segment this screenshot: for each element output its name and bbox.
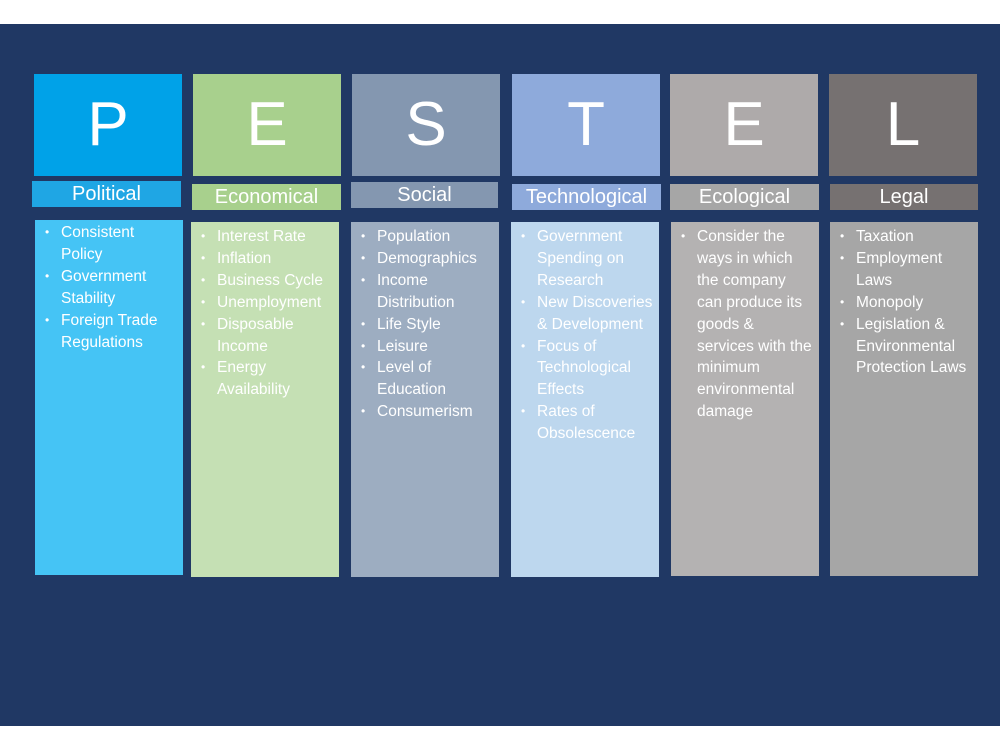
label-political: Political <box>32 181 181 207</box>
label-text-political: Political <box>72 183 141 205</box>
list-item: Life Style <box>359 314 495 336</box>
list-item: Unemployment <box>199 292 335 314</box>
list-item: Disposable Income <box>199 314 335 358</box>
factor-list-social: Population Demographics Income Distribut… <box>359 226 495 423</box>
factor-list-ecological: Consider the ways in which the company c… <box>679 226 815 423</box>
list-item: Government Stability <box>43 266 179 310</box>
list-item: Population <box>359 226 495 248</box>
list-item: Consider the ways in which the company c… <box>679 226 815 423</box>
list-item: Demographics <box>359 248 495 270</box>
list-item: Income Distribution <box>359 270 495 314</box>
list-item: Focus of Technological Effects <box>519 336 655 402</box>
label-legal: Legal <box>830 184 978 210</box>
letter-e: E <box>246 90 288 159</box>
content-box-technological: Government Spending on Research New Disc… <box>511 222 659 577</box>
factor-list-political: Consistent Policy Government Stability F… <box>43 222 179 353</box>
label-text-legal: Legal <box>879 186 929 208</box>
list-item: Level of Education <box>359 357 495 401</box>
label-technological: Technological <box>512 184 661 210</box>
factor-list-economical: Interest Rate Inflation Business Cycle U… <box>199 226 335 401</box>
letter-box-l: L <box>829 74 977 176</box>
content-box-legal: Taxation Employment Laws Monopoly Legisl… <box>830 222 978 576</box>
list-item: Government Spending on Research <box>519 226 655 292</box>
label-social: Social <box>351 182 498 208</box>
list-item: Rates of Obsolescence <box>519 401 655 445</box>
label-text-technological: Technological <box>525 186 648 208</box>
factor-list-legal: Taxation Employment Laws Monopoly Legisl… <box>838 226 974 379</box>
label-text-economical: Economical <box>214 186 319 208</box>
list-item: Legislation & Environmental Protection L… <box>838 314 974 380</box>
label-text-ecological: Ecological <box>698 186 791 208</box>
list-item: Consumerism <box>359 401 495 423</box>
pestel-slide: P Political Consistent Policy Government… <box>0 24 1000 726</box>
label-economical: Economical <box>192 184 341 210</box>
list-item: Foreign Trade Regulations <box>43 310 179 354</box>
list-item: Interest Rate <box>199 226 335 248</box>
letter-box-s: S <box>352 74 500 176</box>
letter-box-p: P <box>34 74 182 176</box>
list-item: New Discoveries & Development <box>519 292 655 336</box>
list-item: Consistent Policy <box>43 222 179 266</box>
letter-box-t: T <box>512 74 660 176</box>
letter-t: T <box>567 90 605 159</box>
letter-p: P <box>87 90 129 159</box>
letter-s: S <box>405 90 447 159</box>
list-item: Monopoly <box>838 292 974 314</box>
letter-box-e: E <box>193 74 341 176</box>
list-item: Leisure <box>359 336 495 358</box>
list-item: Taxation <box>838 226 974 248</box>
letter-box-e2: E <box>670 74 818 176</box>
content-box-economical: Interest Rate Inflation Business Cycle U… <box>191 222 339 577</box>
label-text-social: Social <box>397 184 452 206</box>
list-item: Inflation <box>199 248 335 270</box>
content-box-social: Population Demographics Income Distribut… <box>351 222 499 577</box>
content-box-political: Consistent Policy Government Stability F… <box>35 220 183 575</box>
content-box-ecological: Consider the ways in which the company c… <box>671 222 819 576</box>
list-item: Energy Availability <box>199 357 335 401</box>
list-item: Business Cycle <box>199 270 335 292</box>
label-ecological: Ecological <box>670 184 819 210</box>
factor-list-technological: Government Spending on Research New Disc… <box>519 226 655 445</box>
letter-l: L <box>885 90 921 159</box>
letter-e2: E <box>723 90 765 159</box>
list-item: Employment Laws <box>838 248 974 292</box>
